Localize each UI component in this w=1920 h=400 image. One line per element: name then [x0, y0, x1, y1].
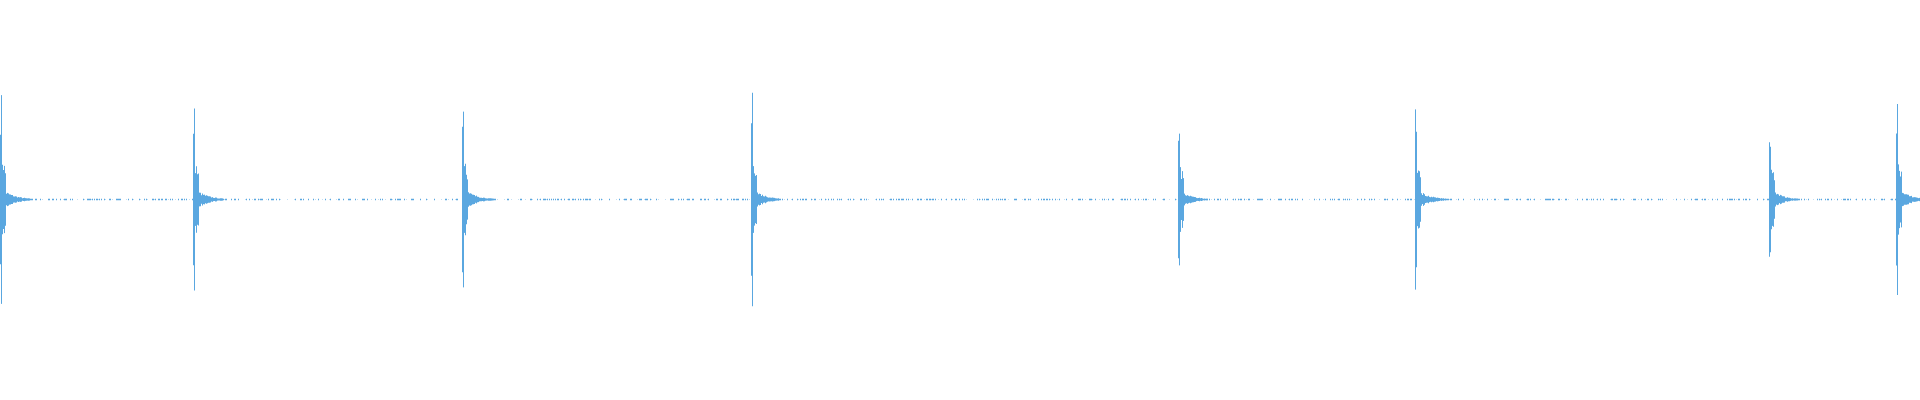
waveform-trace	[0, 92, 1920, 307]
